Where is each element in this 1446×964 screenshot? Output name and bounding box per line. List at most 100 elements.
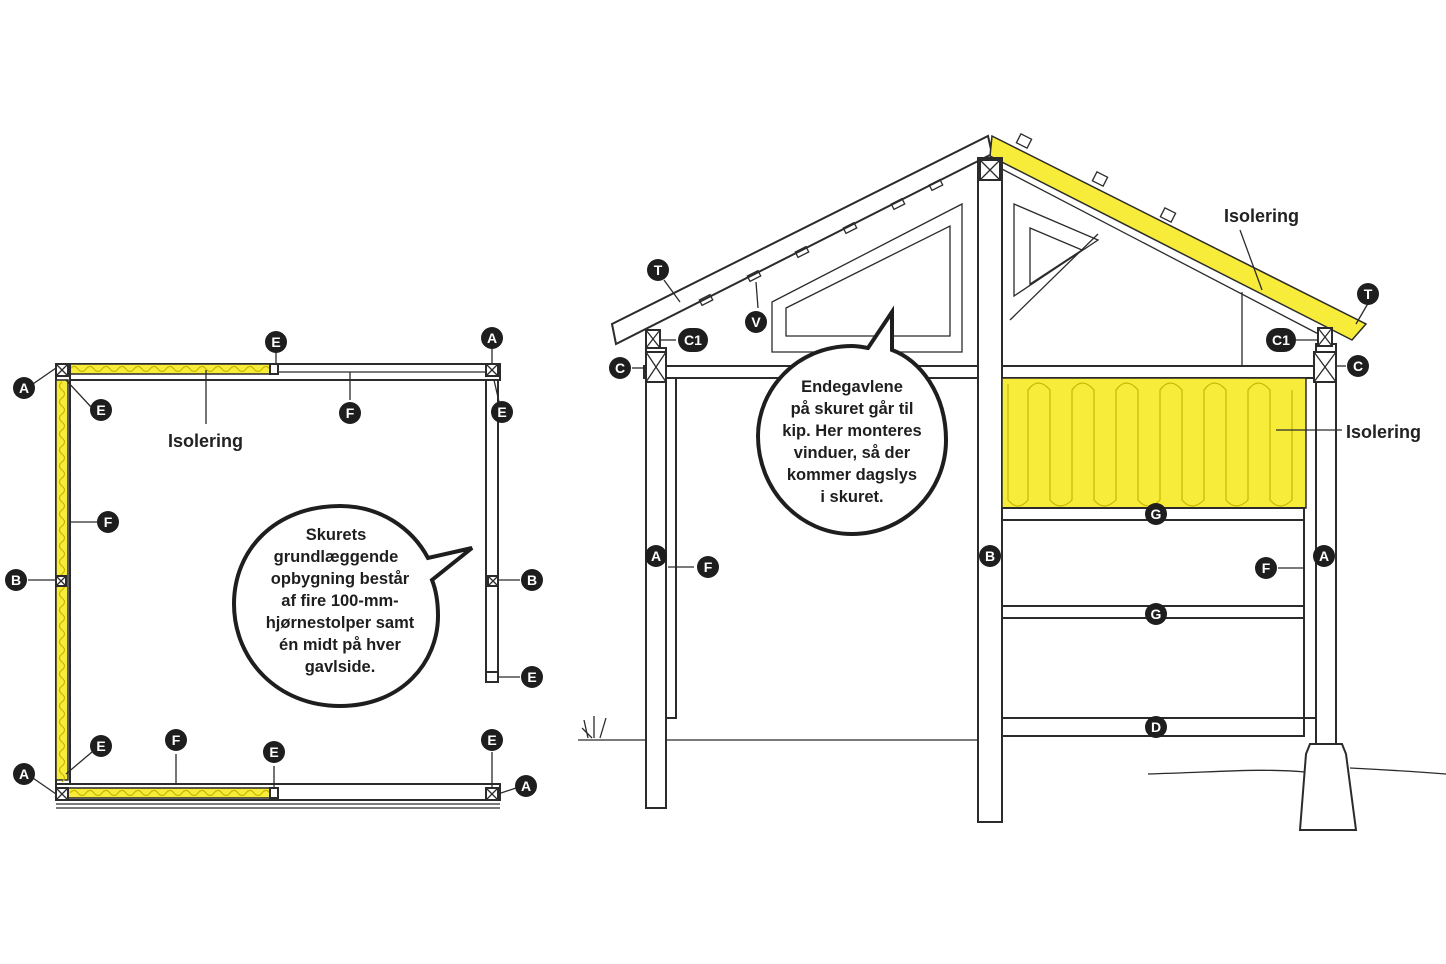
marker-e-plan-top: E [265,331,287,353]
marker-a-plan-bottom-right: A [515,775,537,797]
marker-c1-left: C1 [678,328,708,352]
marker-b: B [979,545,1001,567]
gable-window-left [785,224,951,337]
marker-e-plan-bottom-left: E [90,735,112,757]
marker-e-plan-bottom-right: E [481,729,503,751]
plan-top-insulation [67,363,275,375]
marker-b-plan-left: B [5,569,27,591]
svg-text:C1: C1 [684,332,702,348]
marker-a-plan-top-left: A [13,377,35,399]
svg-text:D: D [1151,719,1161,735]
svg-text:F: F [172,732,181,748]
svg-text:A: A [19,766,29,782]
marker-c-right: C [1347,355,1369,377]
svg-text:A: A [651,548,661,564]
svg-text:B: B [985,548,995,564]
svg-text:A: A [1319,548,1329,564]
marker-a-right: A [1313,545,1335,567]
post-left-inner [665,377,677,719]
marker-d: D [1145,716,1167,738]
elevation-bubble-line-3: kip. Her monteres [782,422,921,440]
svg-text:E: E [497,404,506,420]
svg-text:B: B [527,572,537,588]
marker-f-plan-top: F [339,402,361,424]
plan-bubble-line-5: hjørnestolper samt [266,614,415,632]
svg-text:T: T [654,262,663,278]
marker-e-plan-top-left: E [90,399,112,421]
roof-insulation [989,134,1368,341]
svg-text:G: G [1151,506,1162,522]
svg-text:V: V [751,314,761,330]
gable-window-right [1029,227,1084,286]
elevation-bubble-line-6: i skuret. [820,488,883,506]
elevation-speech-bubble: Endegavlene på skuret går til kip. Her m… [755,305,949,537]
svg-text:T: T [1364,286,1373,302]
marker-b-plan-right: B [521,569,543,591]
svg-text:E: E [487,732,496,748]
marker-f-plan-bottom: F [165,729,187,751]
plan-bubble-line-3: opbygning består [271,570,410,588]
elevation-bubble-line-5: kommer dagslys [787,466,917,484]
svg-text:A: A [521,778,531,794]
svg-text:E: E [96,402,105,418]
roof-insulation-label: Isolering [1224,206,1299,226]
plan-insulation-label: Isolering [168,431,243,451]
marker-g-mid: G [1145,603,1167,625]
svg-text:C: C [615,360,625,376]
svg-text:F: F [104,514,113,530]
foundation [1298,743,1358,831]
gable-window-right-frame [1013,203,1100,298]
marker-a-plan-bottom-left: A [13,763,35,785]
plan-speech-bubble: Skurets grundlæggende opbygning består a… [231,503,474,709]
elevation-view: T V C1 C A F B G G D F A T C1 C Isolerin… [578,132,1446,831]
gable-window-left-frame [771,202,963,353]
svg-text:E: E [527,669,536,685]
svg-text:F: F [1262,560,1271,576]
marker-c1-right: C1 [1266,328,1296,352]
marker-g-top: G [1145,503,1167,525]
svg-text:E: E [271,334,280,350]
marker-c-left: C [609,357,631,379]
svg-text:C: C [1353,358,1363,374]
marker-f-right: F [1255,557,1277,579]
svg-text:A: A [19,380,29,396]
post-center [977,157,1003,823]
svg-text:E: E [269,744,278,760]
plan-posts [55,363,499,801]
elevation-bubble-line-2: på skuret går til [791,400,914,418]
floor-plan: E A E F A E F B B E E F E E A A Isolerin… [5,327,543,809]
marker-a-plan-top-right: A [481,327,503,349]
svg-text:A: A [487,330,497,346]
marker-f-left: F [697,556,719,578]
post-left [645,347,667,809]
marker-a-left: A [645,545,667,567]
post-right [1315,343,1337,745]
elevation-bubble-line-1: Endegavlene [801,378,903,396]
svg-text:G: G [1151,606,1162,622]
plan-bubble-line-1: Skurets [306,526,367,544]
wall-insulation [1001,377,1307,509]
svg-text:E: E [96,738,105,754]
wall-insulation-label: Isolering [1346,422,1421,442]
svg-text:B: B [11,572,21,588]
marker-e-plan-top-right: E [491,401,513,423]
svg-text:F: F [704,559,713,575]
marker-e-plan-bottom-mid: E [263,741,285,763]
marker-e-plan-right: E [521,666,543,688]
elevation-bubble-line-4: vinduer, så der [794,444,911,462]
plan-bubble-line-7: gavlside. [305,658,376,676]
svg-text:C1: C1 [1272,332,1290,348]
plan-bubble-line-2: grundlæggende [274,548,399,566]
svg-text:F: F [346,405,355,421]
marker-f-plan-left: F [97,511,119,533]
plan-bubble-line-6: én midt på hver [279,636,402,654]
marker-t-right: T [1357,283,1379,305]
roof-left [610,134,994,346]
post-right-inner [1303,377,1317,719]
plan-bubble-line-4: af fire 100-mm- [281,592,398,610]
marker-v: V [745,311,767,333]
marker-t-left: T [647,259,669,281]
plan-bottom-insulation [67,787,275,799]
plan-right-wall [485,379,499,681]
